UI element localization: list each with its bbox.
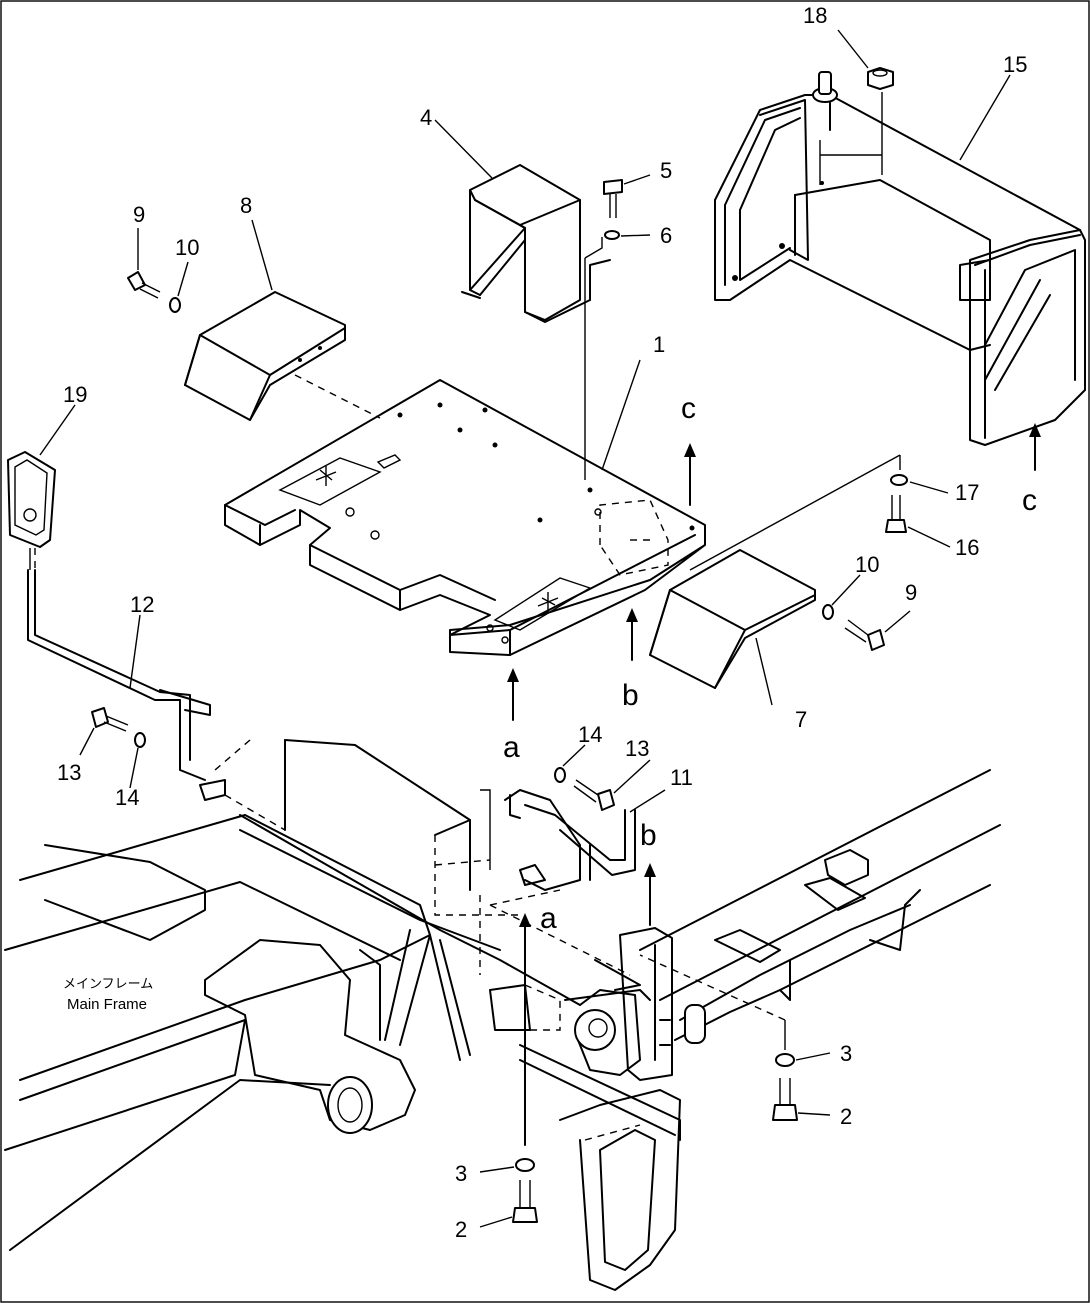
main-frame-label: メインフレーム Main Frame	[63, 977, 153, 1013]
part-8-step-cover	[184, 291, 346, 421]
label-part-15: 15	[1003, 52, 1027, 77]
label-part-14: 14	[115, 785, 139, 810]
label-part-12: 12	[130, 592, 154, 617]
main-frame-label-en: Main Frame	[67, 996, 147, 1013]
label-part-9: 9	[905, 580, 917, 605]
alignment-arrows	[507, 423, 1041, 1146]
part-4-cover	[461, 164, 611, 323]
part-7-step-cover	[649, 549, 816, 689]
label-part-14: 14	[578, 722, 602, 747]
label-part-10: 10	[855, 552, 879, 577]
fasteners	[91, 67, 908, 1223]
ref-letter-a: a	[540, 902, 557, 935]
label-part-4: 4	[420, 105, 432, 130]
label-part-3: 3	[455, 1161, 467, 1186]
ref-letter-b: b	[622, 679, 639, 712]
part-1-floor-plate	[224, 379, 706, 656]
ref-letter-c: c	[681, 392, 696, 425]
reference-letters: a a b b c c	[503, 392, 1037, 935]
ref-letter-b: b	[640, 819, 657, 852]
label-part-3: 3	[840, 1041, 852, 1066]
label-part-16: 16	[955, 535, 979, 560]
label-part-9: 9	[133, 202, 145, 227]
main-frame	[4, 739, 1001, 1291]
part-19-mirror	[7, 451, 56, 548]
part-15-guard	[714, 71, 1086, 446]
label-part-13: 13	[625, 736, 649, 761]
label-part-2: 2	[455, 1217, 467, 1242]
label-part-18: 18	[803, 3, 827, 28]
label-part-1: 1	[653, 332, 665, 357]
label-part-5: 5	[660, 158, 672, 183]
leader-lines	[29, 29, 1011, 1228]
part-11-handrail	[504, 789, 636, 891]
label-part-10: 10	[175, 235, 199, 260]
label-part-7: 7	[795, 707, 807, 732]
label-part-6: 6	[660, 223, 672, 248]
part-labels: 1 2 2 3 3 4 5 6 7 8 9 9 10 10 11 12 13 1…	[57, 3, 1027, 1242]
label-part-17: 17	[955, 480, 979, 505]
label-part-11: 11	[670, 765, 693, 790]
ref-letter-c: c	[1022, 484, 1037, 517]
label-part-13: 13	[57, 760, 81, 785]
label-part-2: 2	[840, 1104, 852, 1129]
part-12-handrail	[27, 569, 286, 831]
label-part-8: 8	[240, 193, 252, 218]
main-frame-label-jp: メインフレーム	[63, 977, 153, 992]
label-part-19: 19	[63, 382, 87, 407]
ref-letter-a: a	[503, 731, 520, 764]
